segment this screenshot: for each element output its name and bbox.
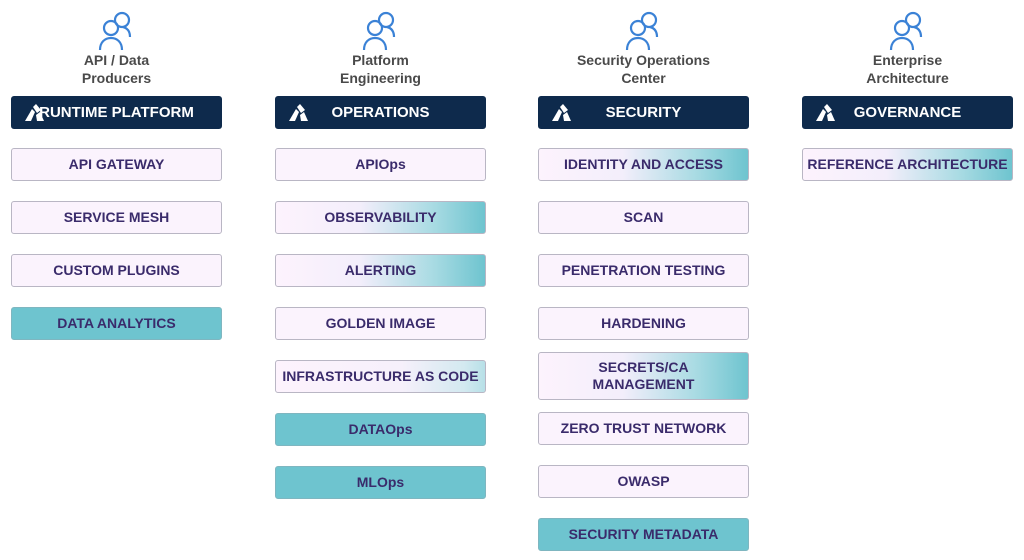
capability-item[interactable]: PENETRATION TESTING: [538, 254, 749, 287]
capability-item[interactable]: SECRETS/CA MANAGEMENT: [538, 352, 749, 400]
capability-label: HARDENING: [601, 315, 686, 331]
item-list: IDENTITY AND ACCESS SCAN PENETRATION TESTI…: [538, 148, 749, 551]
users-icon: [624, 10, 664, 52]
capability-item[interactable]: CUSTOM PLUGINS: [11, 254, 222, 287]
category-header-label: RUNTIME PLATFORM: [39, 104, 194, 121]
capability-label: CUSTOM PLUGINS: [53, 262, 180, 278]
capability-label: GOLDEN IMAGE: [325, 315, 436, 331]
capability-item[interactable]: SERVICE MESH: [11, 201, 222, 234]
column-header: Security Operations Center: [538, 0, 749, 92]
column-3: Enterprise Architecture GOVERNANCE REFER…: [802, 0, 1013, 181]
capability-item[interactable]: OBSERVABILITY: [275, 201, 486, 234]
category-header[interactable]: OPERATIONS: [275, 96, 486, 129]
capability-label: SERVICE MESH: [63, 209, 170, 225]
category-header-label: SECURITY: [605, 104, 682, 121]
capability-item[interactable]: SCAN: [538, 201, 749, 234]
capability-label: ZERO TRUST NETWORK: [560, 420, 727, 436]
capability-label: IDENTITY AND ACCESS: [564, 156, 723, 172]
capability-item[interactable]: HARDENING: [538, 307, 749, 340]
capability-item[interactable]: OWASP: [538, 465, 749, 498]
capability-label: SCAN: [623, 209, 664, 225]
category-header[interactable]: RUNTIME PLATFORM: [11, 96, 222, 129]
category-header-label: GOVERNANCE: [853, 104, 962, 121]
category-header[interactable]: GOVERNANCE: [802, 96, 1013, 129]
capability-label: INFRASTRUCTURE AS CODE: [282, 368, 479, 384]
item-list: API GATEWAY SERVICE MESH CUSTOM PLUGINS DAT…: [11, 148, 222, 340]
capability-label: DATAOps: [348, 421, 413, 437]
capability-item[interactable]: DATA ANALYTICS: [11, 307, 222, 340]
capability-label: API GATEWAY: [68, 156, 165, 172]
capability-item[interactable]: INFRASTRUCTURE AS CODE: [275, 360, 486, 393]
capability-label: ALERTING: [344, 262, 417, 278]
capability-item[interactable]: MLOps: [275, 466, 486, 499]
column-2: Security Operations Center SECURITY IDEN…: [538, 0, 749, 551]
capability-label: OWASP: [617, 473, 670, 489]
category-header[interactable]: SECURITY: [538, 96, 749, 129]
column-title: Platform Engineering: [340, 52, 421, 86]
capability-item[interactable]: ALERTING: [275, 254, 486, 287]
column-0: API / Data Producers RUNTIME PLATFORM AP…: [11, 0, 222, 340]
logo-icon: [23, 103, 45, 123]
column-header: Enterprise Architecture: [802, 0, 1013, 92]
capability-item[interactable]: SECURITY METADATA: [538, 518, 749, 551]
capability-label: REFERENCE ARCHITECTURE: [807, 156, 1008, 172]
column-title: Security Operations Center: [576, 52, 711, 86]
capability-label: MLOps: [356, 474, 405, 490]
capability-item[interactable]: APIOps: [275, 148, 486, 181]
capability-item[interactable]: IDENTITY AND ACCESS: [538, 148, 749, 181]
capability-label: SECURITY METADATA: [568, 526, 719, 542]
users-icon: [361, 10, 401, 52]
capability-label: SECRETS/CA MANAGEMENT: [592, 359, 695, 392]
logo-icon: [287, 103, 309, 123]
column-header: API / Data Producers: [11, 0, 222, 92]
users-icon: [888, 10, 928, 52]
logo-icon: [814, 103, 836, 123]
logo-icon: [550, 103, 572, 123]
capability-label: OBSERVABILITY: [324, 209, 437, 225]
users-icon: [97, 10, 137, 52]
capability-item[interactable]: GOLDEN IMAGE: [275, 307, 486, 340]
capability-item[interactable]: DATAOps: [275, 413, 486, 446]
capability-item[interactable]: ZERO TRUST NETWORK: [538, 412, 749, 445]
capability-label: APIOps: [355, 156, 406, 172]
column-header: Platform Engineering: [275, 0, 486, 92]
capability-label: PENETRATION TESTING: [561, 262, 726, 278]
column-title: Enterprise Architecture: [866, 52, 949, 86]
item-list: REFERENCE ARCHITECTURE: [802, 148, 1013, 181]
column-title: API / Data Producers: [81, 52, 152, 86]
capability-item[interactable]: REFERENCE ARCHITECTURE: [802, 148, 1013, 181]
category-header-label: OPERATIONS: [331, 104, 430, 121]
capability-label: DATA ANALYTICS: [57, 315, 176, 331]
capability-item[interactable]: API GATEWAY: [11, 148, 222, 181]
